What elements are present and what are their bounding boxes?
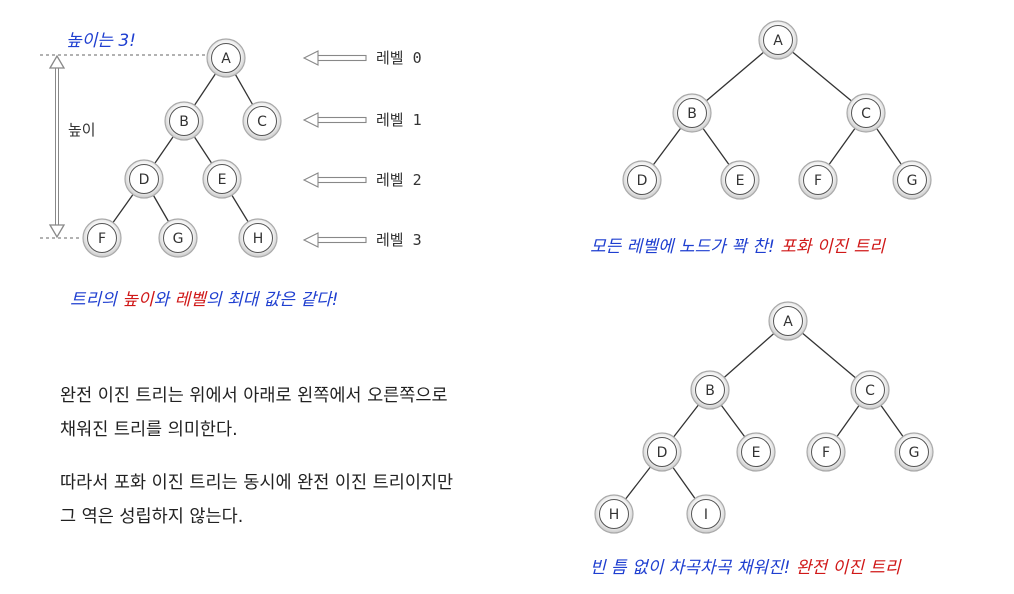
- tree1-nodes: A B C D E F G H: [82, 38, 282, 258]
- node-label: A: [783, 314, 793, 330]
- caption-part: 의 최대 값은 같다!: [205, 290, 339, 310]
- paragraph-line: 그 역은 성립하지 않는다.: [60, 507, 244, 527]
- tree-node-e: E: [202, 159, 242, 199]
- tree2-caption: 모든 레벨에 노드가 꽉 찬! 포화 이진 트리: [590, 232, 885, 257]
- node-label: E: [218, 172, 227, 188]
- node-label: G: [909, 445, 920, 461]
- node-label: C: [861, 106, 871, 122]
- tree-node-d: D: [124, 159, 164, 199]
- tree-node-b: B: [690, 370, 730, 410]
- tree-node-f: F: [806, 432, 846, 472]
- left-arrow-icon: [302, 232, 367, 248]
- paragraph-line: 채워진 트리를 의미한다.: [60, 420, 238, 440]
- paragraph-line: 따라서 포화 이진 트리는 동시에 완전 이진 트리이지만: [60, 473, 454, 493]
- node-label: F: [822, 445, 830, 461]
- tree-node-f: F: [798, 160, 838, 200]
- level-0-label: 레벨 0: [376, 49, 422, 67]
- tree2-nodes: A B C D E F G: [622, 20, 932, 200]
- level-arrows: [302, 50, 367, 248]
- node-label: G: [907, 173, 918, 189]
- tree1-edges: [101, 57, 263, 239]
- description-paragraph-1: 완전 이진 트리는 위에서 아래로 왼쪽에서 오른쪽으로 채워진 트리를 의미한…: [60, 379, 448, 447]
- tree-node-g: G: [158, 218, 198, 258]
- node-label: F: [814, 173, 822, 189]
- tree-node-h: H: [594, 494, 634, 534]
- height-note: 높이는 3!: [66, 31, 136, 51]
- double-arrow-icon: [48, 54, 66, 239]
- node-label: C: [257, 114, 267, 130]
- tree-node-c: C: [242, 101, 282, 141]
- node-label: G: [173, 231, 184, 247]
- left-arrow-icon: [302, 112, 367, 128]
- tree3-nodes: A B C D E F G H I: [594, 301, 934, 534]
- level-1-label: 레벨 1: [376, 111, 422, 129]
- node-label: A: [221, 51, 231, 67]
- node-label: D: [139, 172, 150, 188]
- tree-node-g: G: [892, 160, 932, 200]
- node-label: D: [637, 173, 648, 189]
- tree-node-i: I: [686, 494, 726, 534]
- node-label: D: [657, 445, 668, 461]
- node-label: C: [865, 383, 875, 399]
- node-label: H: [609, 507, 620, 523]
- description-paragraph-2: 따라서 포화 이진 트리는 동시에 완전 이진 트리이지만 그 역은 성립하지 …: [60, 466, 453, 534]
- tree-node-a: A: [758, 20, 798, 60]
- node-label: B: [705, 383, 715, 399]
- tree-node-c: C: [850, 370, 890, 410]
- left-arrow-icon: [302, 50, 367, 66]
- level-3-label: 레벨 3: [376, 231, 422, 249]
- tree-node-e: E: [720, 160, 760, 200]
- tree-node-c: C: [846, 93, 886, 133]
- caption-part: 빈 틈 없이 차곡차곡 채워진!: [590, 558, 796, 578]
- tree-node-b: B: [672, 93, 712, 133]
- paragraph-line: 완전 이진 트리는 위에서 아래로 왼쪽에서 오른쪽으로: [60, 386, 448, 406]
- node-label: F: [98, 231, 106, 247]
- caption-level-highlight: 레벨: [174, 290, 206, 310]
- caption-highlight: 포화 이진 트리: [780, 237, 885, 257]
- tree-node-f: F: [82, 218, 122, 258]
- node-label: E: [736, 173, 745, 189]
- caption-part: 트리의: [70, 290, 123, 310]
- left-arrow-icon: [302, 172, 367, 188]
- node-label: H: [253, 231, 264, 247]
- height-indicator: [40, 54, 210, 239]
- caption-part: 와: [153, 290, 175, 310]
- tree-node-a: A: [206, 38, 246, 78]
- node-label: I: [704, 507, 708, 523]
- tree-node-h: H: [238, 218, 278, 258]
- caption-highlight: 완전 이진 트리: [795, 558, 901, 578]
- tree3-edges: [613, 320, 915, 515]
- tree-node-d: D: [622, 160, 662, 200]
- tree-node-g: G: [894, 432, 934, 472]
- height-label: 높이: [68, 121, 96, 139]
- caption-height-highlight: 높이: [122, 290, 154, 310]
- node-label: A: [773, 33, 783, 49]
- level-2-label: 레벨 2: [376, 171, 422, 189]
- tree3-caption: 빈 틈 없이 차곡차곡 채워진! 완전 이진 트리: [590, 553, 901, 578]
- tree-node-d: D: [642, 432, 682, 472]
- tree-node-e: E: [736, 432, 776, 472]
- caption-part: 모든 레벨에 노드가 꽉 찬!: [590, 237, 781, 257]
- tree-node-b: B: [164, 101, 204, 141]
- tree1-caption: 트리의 높이와 레벨의 최대 값은 같다!: [70, 285, 338, 310]
- node-label: B: [179, 114, 189, 130]
- node-label: B: [687, 106, 697, 122]
- tree-node-a: A: [768, 301, 808, 341]
- node-label: E: [752, 445, 761, 461]
